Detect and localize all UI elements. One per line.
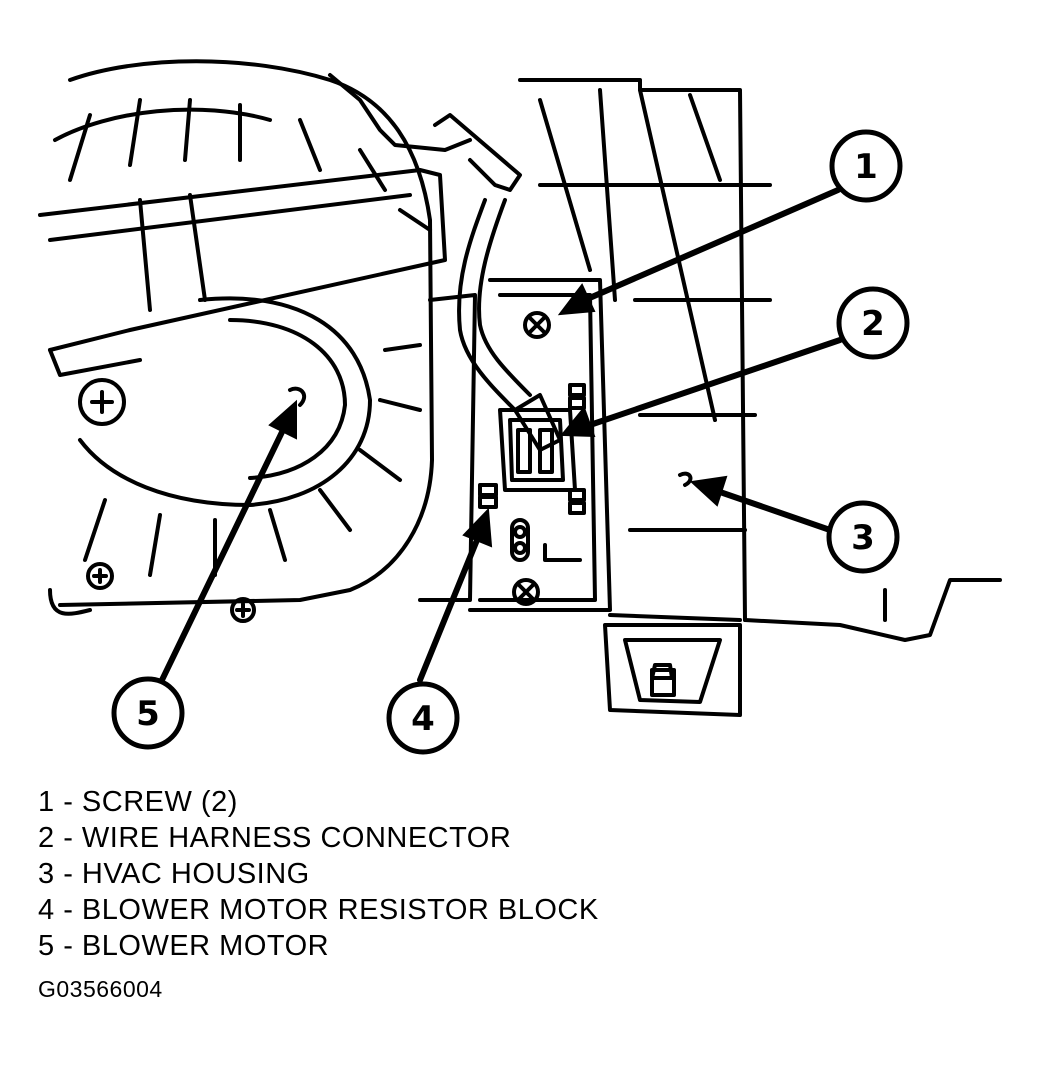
callout-1: 1 (829, 129, 903, 203)
callout-5: 5 (111, 676, 185, 750)
leader-arrow-2 (559, 337, 843, 438)
callout-2-number: 2 (861, 304, 885, 344)
legend-item-2: 2 - WIRE HARNESS CONNECTOR (38, 820, 599, 856)
callout-2: 2 (836, 286, 910, 360)
callout-4: 4 (386, 681, 460, 755)
hvac-housing-drawing (518, 78, 1002, 717)
legend-part-name: SCREW (2) (81, 786, 238, 818)
legend-number: 4 (38, 894, 55, 926)
wire-harness-drawing (433, 113, 562, 452)
parts-legend: 1 - SCREW (2) 2 - WIRE HARNESS CONNECTOR… (38, 784, 599, 964)
blower-motor-drawing (48, 59, 434, 623)
leader-arrow-5 (159, 399, 297, 683)
callout-4-number: 4 (411, 699, 435, 739)
legend-separator: - (54, 894, 82, 926)
blower-motor-marker (288, 386, 307, 407)
legend-separator: - (54, 930, 82, 962)
callout-5-number: 5 (136, 694, 160, 734)
legend-part-name: HVAC HOUSING (81, 858, 310, 890)
callout-3: 3 (826, 500, 900, 574)
legend-part-name: BLOWER MOTOR RESISTOR BLOCK (81, 894, 599, 926)
legend-part-name: BLOWER MOTOR (81, 930, 330, 962)
legend-item-1: 1 - SCREW (2) (38, 784, 599, 820)
legend-number: 2 (38, 822, 55, 854)
callout-3-number: 3 (851, 518, 875, 558)
legend-item-3: 3 - HVAC HOUSING (38, 856, 599, 892)
legend-part-name: WIRE HARNESS CONNECTOR (81, 822, 512, 854)
leader-arrow-3 (689, 475, 833, 533)
legend-separator: - (54, 786, 82, 818)
legend-item-4: 4 - BLOWER MOTOR RESISTOR BLOCK (38, 892, 599, 928)
leader-arrow-4 (417, 507, 493, 683)
resistor-block-drawing (418, 278, 612, 612)
legend-number: 5 (38, 930, 55, 962)
legend-number: 3 (38, 858, 55, 890)
figure-id: G03566004 (38, 976, 163, 1002)
bracket-arm-drawing (38, 73, 472, 377)
legend-separator: - (54, 822, 82, 854)
legend-number: 1 (38, 786, 55, 818)
leader-arrow-1 (557, 187, 841, 316)
legend-item-5: 5 - BLOWER MOTOR (38, 928, 599, 964)
legend-separator: - (54, 858, 82, 890)
callout-1-number: 1 (854, 147, 878, 187)
